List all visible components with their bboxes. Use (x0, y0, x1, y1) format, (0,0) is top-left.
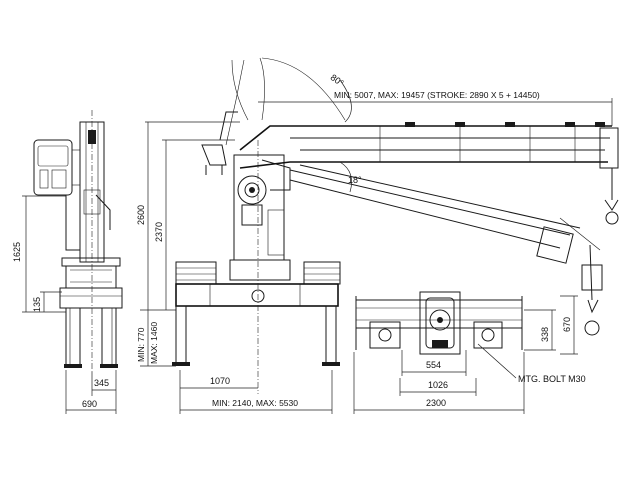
bolt-label: MTG. BOLT M30 (518, 374, 586, 384)
leg-left (65, 307, 81, 367)
dim-1070: 1070 (210, 376, 230, 386)
seat (201, 144, 227, 166)
dim-690: 690 (82, 399, 97, 409)
dim-min770: MIN: 770 (136, 327, 146, 362)
tank-left (175, 261, 217, 285)
outrigger-leg-left (175, 305, 187, 365)
plan-view (355, 291, 523, 355)
dim-135: 135 (32, 297, 42, 312)
inclined-boom (289, 169, 571, 236)
boom-hook (604, 199, 619, 211)
dim-2300: 2300 (426, 398, 446, 408)
dim-670: 670 (562, 317, 572, 332)
dim-2370: 2370 (154, 222, 164, 242)
dim-1625: 1625 (12, 242, 22, 262)
dim-2600: 2600 (136, 205, 146, 225)
side-view-dimensions: 1625 135 345 690 (12, 195, 117, 414)
dim-345: 345 (94, 378, 109, 388)
slew-pivot (237, 175, 267, 205)
outrigger-beam (175, 283, 339, 307)
tank-right (303, 261, 341, 285)
base (65, 265, 117, 289)
dim-outreach: MIN: 5007, MAX: 19457 (STROKE: 2890 X 5 … (334, 90, 540, 100)
dim-554: 554 (426, 360, 441, 370)
control-box (33, 139, 73, 196)
dim-1026: 1026 (428, 380, 448, 390)
dim-338: 338 (540, 327, 550, 342)
main-view-dimensions: MIN: 5007, MAX: 19457 (STROKE: 2890 X 5 … (136, 90, 613, 414)
incline-hook (584, 320, 600, 336)
crane-main-view: 80° 18° (172, 57, 619, 394)
plan-base (419, 291, 461, 355)
outrigger-leg-right (325, 305, 337, 365)
side-view (33, 110, 123, 372)
plan-view-dimensions: 554 1026 2300 338 670 MTG. BOLT M30 (353, 295, 586, 414)
angle-80: 80° (329, 72, 346, 88)
main-boom (239, 125, 612, 151)
plan-beam (355, 299, 523, 329)
leg-right (101, 307, 117, 367)
dim-max1460: MAX: 1460 (149, 322, 159, 364)
dim-outrigger: MIN: 2140, MAX: 5530 (212, 398, 298, 408)
angle-18: 18° (348, 175, 362, 185)
